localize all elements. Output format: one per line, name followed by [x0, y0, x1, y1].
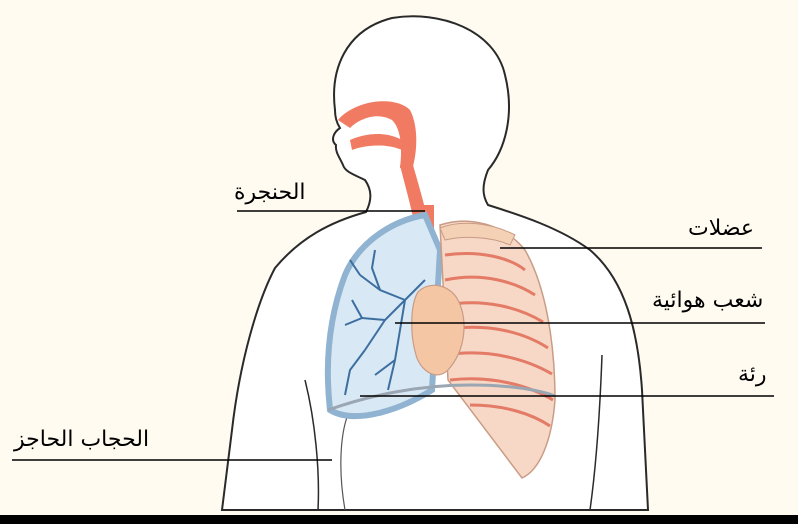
- bronchi-label: شعب هوائية: [652, 290, 763, 312]
- bottom-border: [0, 515, 798, 524]
- muscles-label: عضلات: [688, 218, 754, 240]
- lung-label: رئة: [738, 364, 767, 386]
- diaphragm-label: الحجاب الحاجز: [14, 429, 149, 451]
- larynx-label: الحنجرة: [234, 182, 306, 204]
